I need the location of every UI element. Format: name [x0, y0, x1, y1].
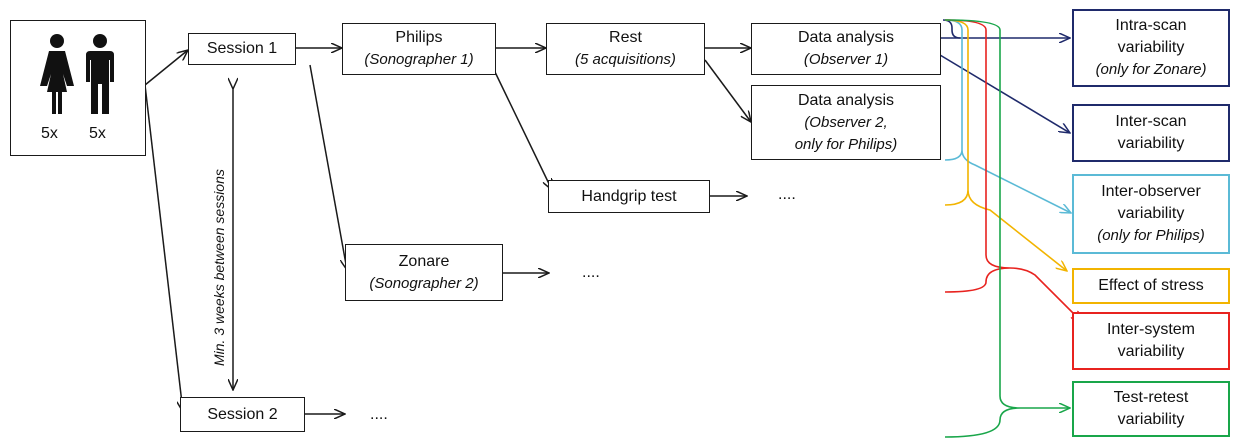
arrow-philips-handgrip	[494, 71, 552, 190]
analysis-observer2-box: Data analysis (Observer 2, only for Phil…	[751, 85, 941, 160]
session2-label: Session 2	[207, 405, 278, 423]
participants-box: 5x 5x	[10, 20, 146, 156]
outcome-test-retest-line2: variability	[1117, 411, 1185, 428]
analysis-observer2-detail1: (Observer 2,	[804, 113, 888, 131]
outcome-intra-scan-note: (only for Zonare)	[1095, 61, 1207, 78]
interval-label: Min. 3 weeks between sessions	[211, 169, 227, 366]
ellipsis-zonare: ....	[582, 264, 600, 281]
analysis-observer1-detail: (Observer 1)	[803, 51, 889, 68]
outcome-inter-scan-line2: variability	[1117, 135, 1185, 152]
analysis-observer1-box: Data analysis (Observer 1)	[751, 23, 941, 75]
ellipsis-handgrip: ....	[778, 186, 796, 203]
outcome-test-retest-line1: Test-retest	[1113, 389, 1189, 406]
outcome-intra-scan: Intra-scan variability (only for Zonare)	[1072, 9, 1230, 87]
handgrip-box: Handgrip test	[548, 180, 710, 213]
green-connector	[944, 19, 1070, 438]
male-icon	[86, 34, 114, 114]
red-connector	[944, 19, 1082, 322]
philips-operator: (Sonographer 1)	[364, 51, 474, 68]
outcome-effect-of-stress-label: Effect of stress	[1098, 277, 1204, 294]
session2-box: Session 2	[180, 397, 305, 432]
zonare-box: Zonare (Sonographer 2)	[345, 244, 503, 301]
philips-name: Philips	[395, 29, 443, 46]
outcome-inter-system-line1: Inter-system	[1106, 321, 1195, 338]
arrow-participants-session1	[144, 50, 188, 86]
zonare-name: Zonare	[398, 252, 450, 270]
outcome-inter-observer-note: (only for Philips)	[1097, 227, 1205, 244]
rest-box: Rest (5 acquisitions)	[546, 23, 705, 75]
outcome-inter-observer: Inter-observer variability (only for Phi…	[1072, 174, 1230, 254]
outcome-effect-of-stress: Effect of stress	[1072, 268, 1230, 304]
arrow-session1-zonare	[309, 64, 347, 270]
outcome-inter-scan-line1: Inter-scan	[1115, 113, 1187, 130]
outcome-test-retest: Test-retest variability	[1072, 381, 1230, 437]
rest-detail: (5 acquisitions)	[575, 51, 676, 68]
outcome-intra-scan-line1: Intra-scan	[1115, 17, 1187, 34]
handgrip-label: Handgrip test	[581, 187, 677, 205]
analysis-observer1-title: Data analysis	[797, 29, 895, 46]
analysis-observer2-detail2: only for Philips)	[794, 135, 898, 153]
arrow-to-inter-scan	[939, 54, 1070, 133]
male-count: 5x	[89, 125, 106, 142]
session1-box: Session 1	[188, 33, 296, 65]
outcome-inter-observer-line2: variability	[1117, 205, 1185, 222]
zonare-operator: (Sonographer 2)	[369, 274, 479, 292]
outcome-inter-scan: Inter-scan variability	[1072, 104, 1230, 162]
arrow-rest-obs2	[704, 59, 751, 122]
ellipsis-session2: ....	[370, 406, 388, 423]
cyan-connector	[944, 19, 1071, 213]
rest-name: Rest	[609, 29, 642, 46]
outcome-inter-system: Inter-system variability	[1072, 312, 1230, 370]
session1-label: Session 1	[206, 40, 278, 57]
outcome-inter-observer-line1: Inter-observer	[1101, 183, 1201, 200]
outcome-intra-scan-line2: variability	[1117, 39, 1185, 56]
outcome-inter-system-line2: variability	[1117, 343, 1185, 360]
arrow-participants-session2	[144, 84, 183, 412]
female-icon	[40, 34, 74, 114]
analysis-observer2-title: Data analysis	[797, 91, 895, 109]
yellow-connector	[944, 19, 1067, 271]
philips-box: Philips (Sonographer 1)	[342, 23, 496, 75]
female-count: 5x	[41, 125, 58, 142]
